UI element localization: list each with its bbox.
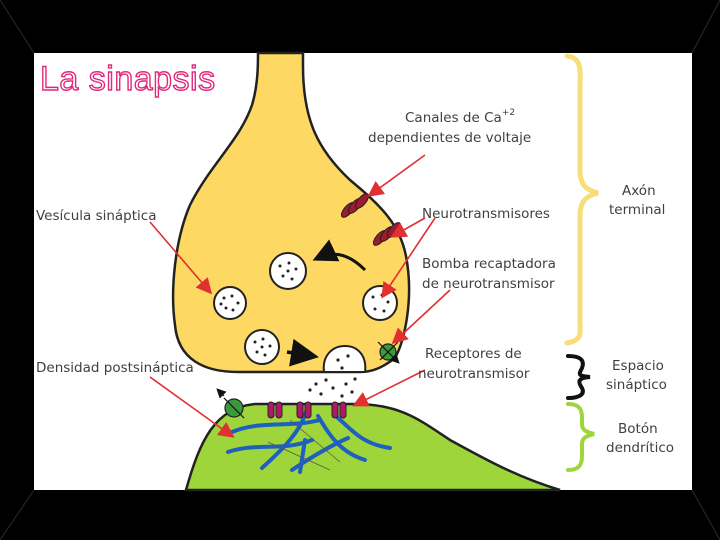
postsynaptic-filaments bbox=[226, 410, 392, 474]
synaptic-vesicle bbox=[269, 252, 307, 290]
label-calcium-channels: Canales de Ca+2 bbox=[405, 108, 515, 126]
label-dendritic-button: Botón bbox=[618, 421, 658, 437]
label-receptors-line2: neurotransmisor bbox=[418, 366, 530, 382]
slide-title: La sinapsis bbox=[39, 59, 216, 98]
axon-terminal-shape bbox=[171, 51, 411, 374]
label-synaptic-vesicle: Vesícula sináptica bbox=[36, 208, 157, 224]
reuptake-pump bbox=[377, 341, 400, 364]
synaptic-vesicle bbox=[362, 285, 398, 321]
label-synaptic-space: Espacio bbox=[612, 358, 664, 374]
label-dendritic-button-line2: dendrítico bbox=[606, 440, 674, 456]
filament-threads bbox=[267, 419, 341, 471]
neurotransmitter-receptor bbox=[267, 401, 283, 419]
neurotransmitter-receptor bbox=[296, 401, 312, 419]
label-calcium-channels-line2: dependientes de voltaje bbox=[368, 130, 531, 146]
released-neurotransmitters bbox=[308, 354, 357, 398]
label-synaptic-space-line2: sináptico bbox=[606, 377, 667, 393]
vesicle-docking-arrow bbox=[286, 338, 319, 367]
synaptic-vesicle bbox=[244, 329, 280, 365]
vesicle-cycle-arrow bbox=[312, 239, 367, 272]
brace-dendritic-button bbox=[566, 402, 595, 472]
label-neurotransmitters: Neurotransmisores bbox=[422, 206, 550, 222]
synaptic-vesicle bbox=[213, 286, 247, 320]
label-reuptake-pump: Bomba recaptadora bbox=[422, 256, 556, 272]
label-reuptake-pump-line2: de neurotransmisor bbox=[422, 276, 555, 292]
neurotransmitter-receptor bbox=[331, 401, 347, 419]
label-receptors: Receptores de bbox=[425, 346, 522, 362]
label-axon-terminal: Axón bbox=[622, 183, 656, 199]
label-postsynaptic-density: Densidad postsináptica bbox=[36, 360, 194, 376]
brace-axon-terminal bbox=[564, 53, 599, 346]
fusing-vesicle bbox=[322, 344, 367, 373]
postsynaptic-pump bbox=[216, 388, 245, 419]
label-pointer-arrows bbox=[149, 154, 451, 438]
label-axon-terminal-line2: terminal bbox=[609, 202, 665, 218]
brace-synaptic-space bbox=[566, 354, 591, 400]
calcium-channel bbox=[340, 193, 370, 218]
